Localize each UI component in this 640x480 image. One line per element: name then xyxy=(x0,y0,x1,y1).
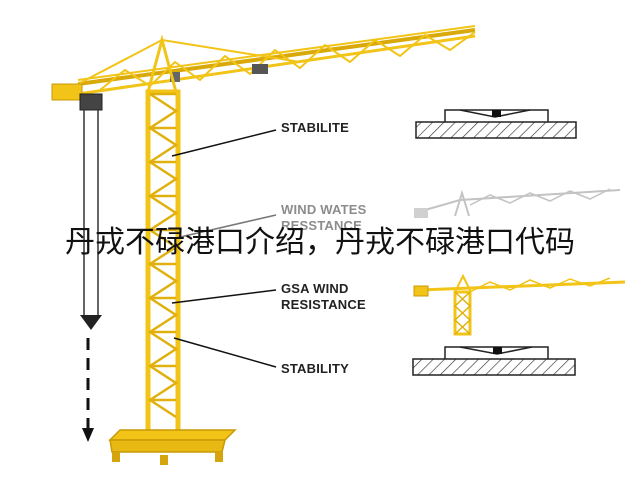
leader-lines xyxy=(171,129,277,368)
crane-apex xyxy=(51,34,301,101)
small-crane xyxy=(413,273,626,336)
label-wind-wates-line2: RESSTANCE xyxy=(281,218,363,233)
foundation-diagram-top xyxy=(415,109,577,139)
foundation-diagram-bottom xyxy=(412,346,576,376)
label-gsa-line2: RESISTANCE xyxy=(281,297,366,312)
ghost-crane xyxy=(414,188,621,218)
crane-base xyxy=(108,429,237,465)
label-stability: STABILITY xyxy=(281,361,349,376)
label-wind-wates: WIND WATES RESSTANCE xyxy=(281,202,367,234)
overlay-caption: 丹戎不碌港口介绍，丹戎不碌港口代码 xyxy=(65,225,575,260)
label-stabilite: STABILITE xyxy=(281,120,349,135)
crane-jib xyxy=(77,25,476,96)
label-gsa-wind-resistance: GSA WIND RESISTANCE xyxy=(281,281,366,313)
label-gsa-line1: GSA WIND xyxy=(281,281,349,296)
hook-assembly xyxy=(79,93,103,442)
label-wind-wates-line1: WIND WATES xyxy=(281,202,367,217)
